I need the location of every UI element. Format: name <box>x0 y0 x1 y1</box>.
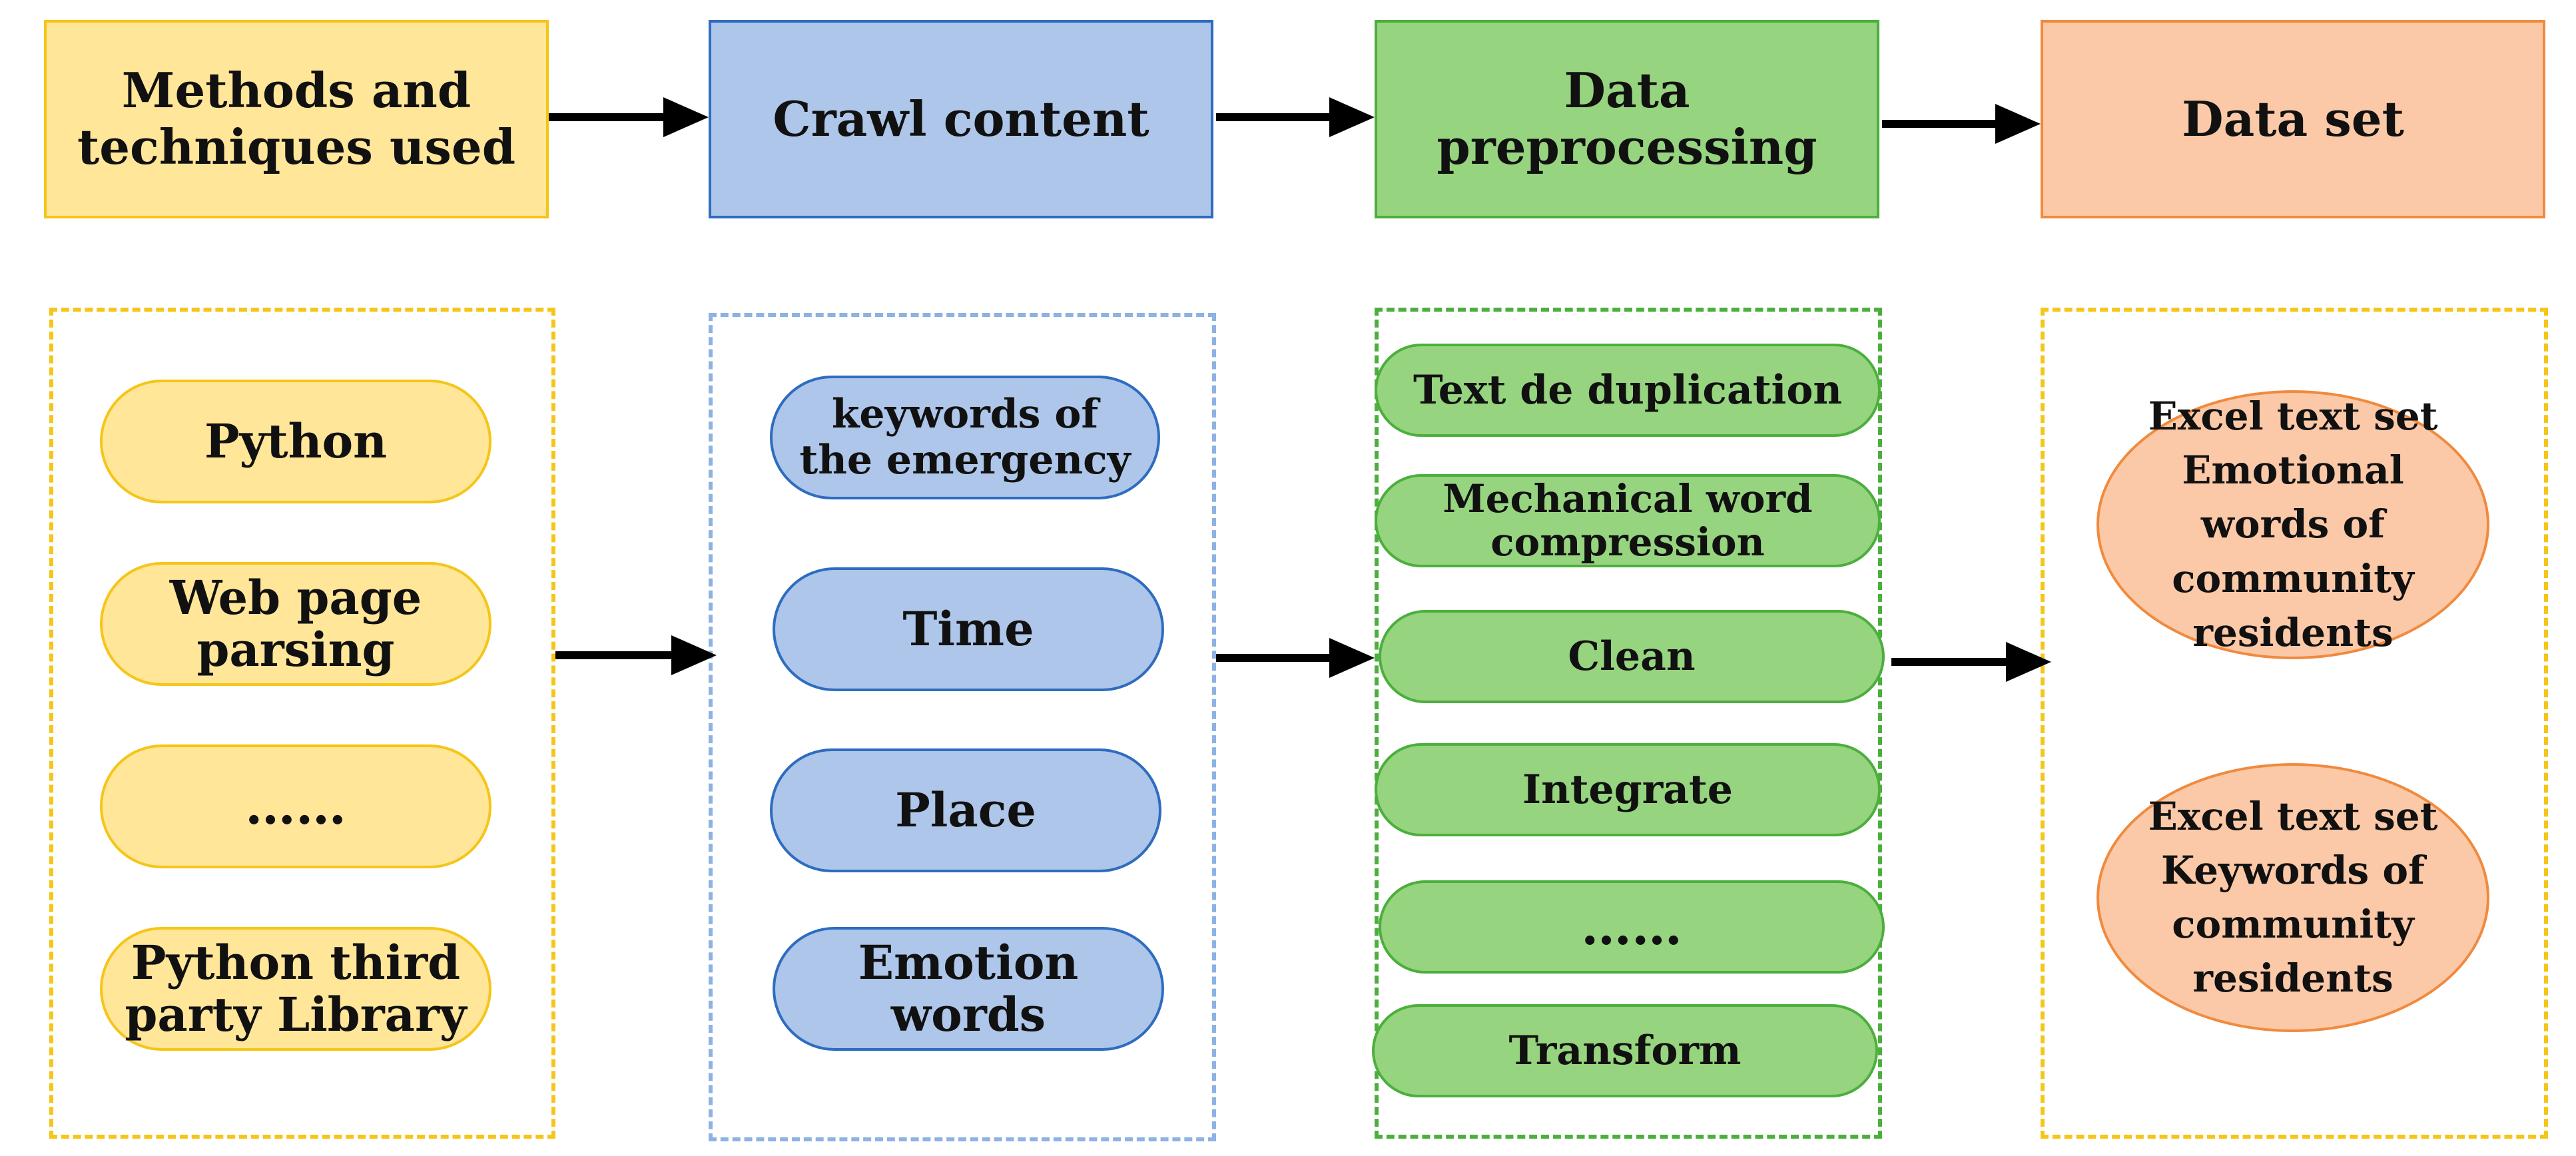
stage-2-header: Crawl content <box>709 20 1213 218</box>
dataset-item-keywords: Excel text set Keywords of community res… <box>2096 763 2489 1032</box>
method-item-ellipsis: …… <box>100 744 491 868</box>
arrow-header-1-to-2 <box>549 97 709 137</box>
crawl-item-place: Place <box>770 748 1161 872</box>
stage-4-header: Data set <box>2041 20 2545 218</box>
crawl-item-emotion-words: Emotion words <box>773 927 1164 1051</box>
stage-3-header: Data preprocessing <box>1375 20 1879 218</box>
arrow-header-2-to-3 <box>1216 97 1375 137</box>
preprocess-item-transform: Transform <box>1372 1004 1878 1097</box>
arrow-panel-3-to-4 <box>1891 642 2051 682</box>
preprocess-item-ellipsis: …… <box>1379 880 1885 974</box>
preprocess-item-text-de-duplication: Text de duplication <box>1375 344 1881 437</box>
stage-2-panel <box>709 313 1216 1141</box>
arrow-header-3-to-4 <box>1882 104 2041 144</box>
crawl-item-time: Time <box>773 567 1164 691</box>
crawl-item-keywords: keywords of the emergency <box>770 376 1160 499</box>
arrow-panel-2-to-3 <box>1216 638 1375 678</box>
method-item-python: Python <box>100 380 491 503</box>
stage-1-panel <box>49 308 555 1139</box>
method-item-web-page-parsing: Web page parsing <box>100 562 491 686</box>
dataset-item-emotional-words: Excel text set Emotional words of commun… <box>2096 390 2489 659</box>
stage-4-panel <box>2041 308 2548 1139</box>
preprocess-item-clean: Clean <box>1379 610 1885 703</box>
method-item-python-third-party-library: Python third party Library <box>100 927 491 1051</box>
stage-3-panel <box>1375 308 1882 1139</box>
preprocess-item-mechanical-word-compression: Mechanical word compression <box>1375 474 1881 567</box>
stage-1-header: Methods and techniques used <box>44 20 549 218</box>
preprocess-item-integrate: Integrate <box>1375 743 1881 836</box>
arrow-panel-1-to-2 <box>555 635 717 675</box>
